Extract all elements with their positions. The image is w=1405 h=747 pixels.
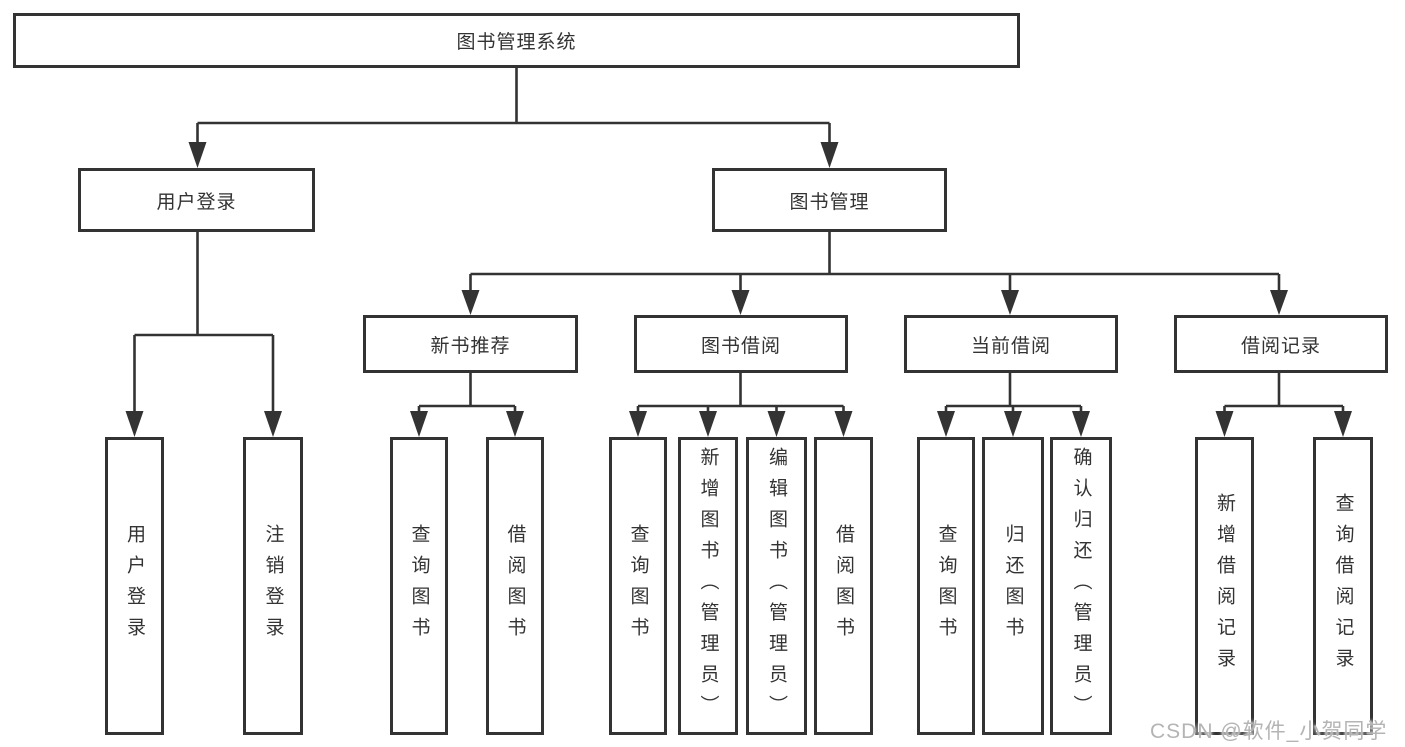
leaf-cb-return-books: 归还图书 [982, 437, 1044, 735]
leaf-bb-query-books-label: 查询图书 [627, 524, 649, 648]
csdn-watermark: CSDN @软件_小贺同学 [1150, 720, 1388, 743]
node-current-borrow-label: 当前借阅 [970, 335, 1051, 357]
node-user-login-branch: 用户登录 [78, 168, 315, 232]
node-borrow-records-label: 借阅记录 [1240, 335, 1321, 357]
leaf-cb-query-books-label: 查询图书 [935, 524, 957, 648]
connector-book-mgmt-children [469, 232, 1281, 295]
leaf-logout: 注销登录 [243, 437, 303, 735]
leaf-cb-confirm-return-admin: 确认归还（管理员） [1050, 437, 1112, 735]
leaf-nbr-borrow-books: 借阅图书 [486, 437, 544, 735]
arrowheads [125, 142, 1352, 437]
leaf-nbr-query-books-label: 查询图书 [408, 524, 430, 648]
leaf-bb-query-books: 查询图书 [609, 437, 667, 735]
leaf-user-login: 用户登录 [105, 437, 164, 735]
node-new-book-recommend-label: 新书推荐 [430, 335, 511, 357]
node-book-management-branch: 图书管理 [712, 168, 947, 232]
leaf-nbr-borrow-books-label: 借阅图书 [504, 524, 526, 648]
connector-book-borrow-children [636, 373, 845, 417]
leaf-bb-borrow-books-label: 借阅图书 [833, 524, 854, 648]
leaf-br-add-record: 新增借阅记录 [1195, 437, 1254, 735]
connector-new-book-children [417, 373, 517, 417]
node-book-borrow: 图书借阅 [634, 315, 848, 373]
leaf-cb-query-books: 查询图书 [917, 437, 975, 735]
leaf-br-query-record: 查询借阅记录 [1313, 437, 1373, 735]
leaf-br-add-record-label: 新增借阅记录 [1214, 493, 1235, 679]
leaf-cb-return-books-label: 归还图书 [1002, 524, 1024, 648]
node-library-management-system-label: 图书管理系统 [456, 32, 577, 53]
leaf-bb-add-books-admin-label: 新增图书（管理员） [697, 446, 719, 726]
leaf-user-login-label: 用户登录 [124, 524, 145, 648]
leaf-br-query-record-label: 查询借阅记录 [1332, 493, 1354, 679]
leaf-nbr-query-books: 查询图书 [390, 437, 448, 735]
connector-borrow-records-children [1223, 373, 1345, 417]
leaf-logout-label: 注销登录 [262, 524, 284, 648]
node-book-management-branch-label: 图书管理 [789, 191, 870, 213]
node-library-management-system: 图书管理系统 [13, 13, 1020, 68]
leaf-bb-edit-books-admin-label: 编辑图书（管理员） [766, 446, 787, 726]
node-borrow-records: 借阅记录 [1174, 315, 1388, 373]
connector-user-login-children [133, 232, 275, 417]
connector-current-borrow-children [944, 373, 1083, 417]
leaf-bb-add-books-admin: 新增图书（管理员） [678, 437, 738, 735]
node-book-borrow-label: 图书借阅 [700, 335, 781, 357]
connector-root-to-level2 [196, 68, 831, 148]
node-new-book-recommend: 新书推荐 [363, 315, 578, 373]
leaf-bb-borrow-books: 借阅图书 [814, 437, 873, 735]
node-current-borrow: 当前借阅 [904, 315, 1118, 373]
leaf-bb-edit-books-admin: 编辑图书（管理员） [746, 437, 807, 735]
leaf-cb-confirm-return-admin-label: 确认归还（管理员） [1070, 446, 1092, 726]
node-user-login-branch-label: 用户登录 [156, 191, 237, 213]
